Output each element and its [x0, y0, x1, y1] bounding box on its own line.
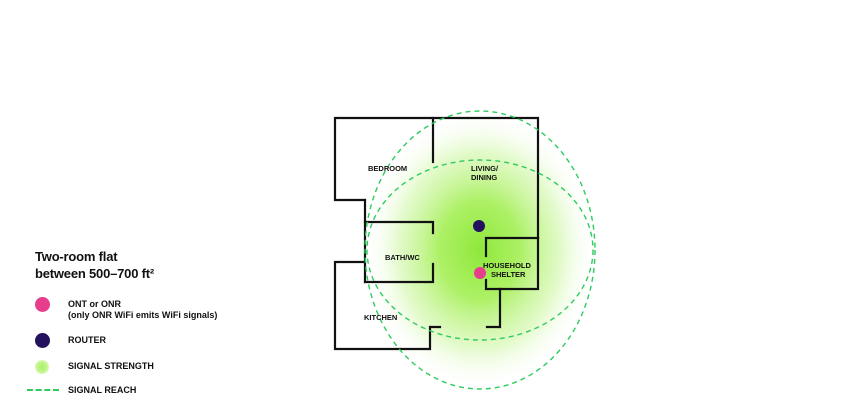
router-marker — [473, 220, 485, 232]
legend-label-router: ROUTER — [68, 335, 106, 345]
room-label-shelter: SHELTER — [491, 270, 526, 279]
signal-reach-inner — [366, 159, 594, 341]
wall-shelter-tail — [485, 287, 502, 329]
dashed-line-icon — [27, 389, 59, 391]
ont-marker — [474, 267, 486, 279]
legend: Two-room flat between 500–700 ft² ONT or… — [0, 0, 300, 418]
wall-bath-bottom — [363, 262, 435, 284]
legend-title: Two-room flat between 500–700 ft² — [35, 248, 154, 282]
wall-shelter-bottom — [484, 236, 540, 291]
wall-kitchen — [333, 260, 442, 351]
room-label-household: HOUSEHOLD — [483, 261, 532, 270]
legend-title-line1: Two-room flat — [35, 249, 118, 264]
legend-label-ont: ONT or ONR — [68, 299, 121, 309]
walls — [333, 116, 540, 351]
wall-shelter-top — [484, 236, 540, 258]
room-label-living: LIVING/ — [471, 164, 499, 173]
pink-dot-icon — [35, 297, 50, 312]
room-label-bedroom: BEDROOM — [368, 164, 407, 173]
room-label-bath: BATH/WC — [385, 253, 420, 262]
green-glow-icon — [35, 360, 49, 374]
signal-reach-outer — [364, 110, 596, 390]
signal-strength-area — [364, 111, 596, 389]
legend-title-line2: between 500–700 ft² — [35, 266, 155, 281]
purple-dot-icon — [35, 333, 50, 348]
room-label-dining: DINING — [471, 173, 497, 182]
wall-bath-top — [363, 220, 435, 235]
wall-bedroom-outer — [333, 116, 540, 240]
legend-sublabel-ont: (only ONR WiFi emits WiFi signals) — [68, 310, 218, 320]
room-label-kitchen: KITCHEN — [364, 313, 397, 322]
legend-label-signal-strength: SIGNAL STRENGTH — [68, 361, 154, 371]
legend-label-signal-reach: SIGNAL REACH — [68, 385, 137, 395]
